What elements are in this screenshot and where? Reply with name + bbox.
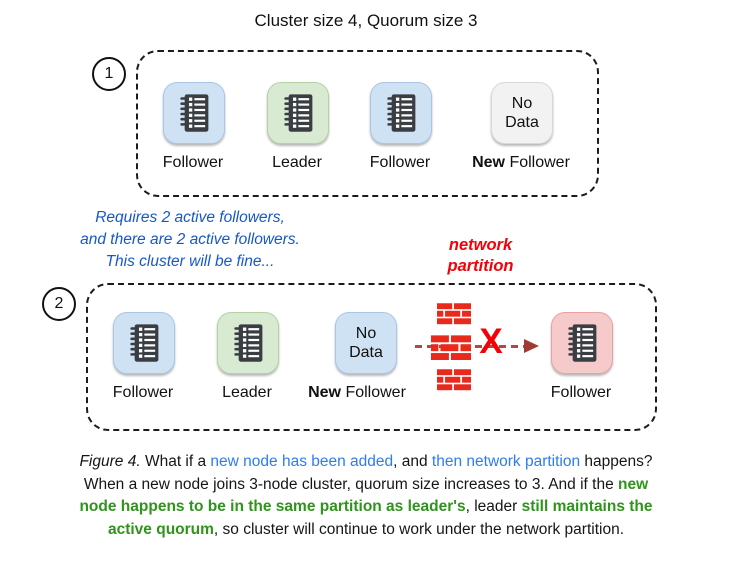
cluster1-label-follower-1: Follower <box>162 154 224 171</box>
caption-line-3: node happens to be in the same partition… <box>79 498 653 515</box>
cluster2-number: 2 <box>54 295 64 312</box>
cluster2-node-follower-1 <box>113 312 175 374</box>
notebook-icon <box>284 94 313 132</box>
cluster2-label-new-follower: New Follower <box>308 384 406 401</box>
network-partition-label: network partition <box>447 236 514 275</box>
brick-wall-icon <box>437 369 471 391</box>
cluster1-label-follower-2: Follower <box>369 154 431 171</box>
cluster1-node-follower-2 <box>370 82 432 144</box>
diagram-title: Cluster size 4, Quorum size 3 <box>254 11 478 30</box>
notebook-icon <box>130 324 159 362</box>
notebook-icon <box>568 324 597 362</box>
cluster1-node-new-follower-nodata: No Data <box>491 82 553 144</box>
cluster2-label-follower-1: Follower <box>112 384 174 401</box>
notebook-icon <box>180 94 209 132</box>
caption-line-2: When a new node joins 3-node cluster, qu… <box>83 475 649 493</box>
caption-line-1: Figure 4. What if a new node has been ad… <box>79 453 653 470</box>
quorum-note: Requires 2 active followers, and there a… <box>80 209 300 270</box>
cluster2-node-leader <box>217 312 279 374</box>
cluster1-box <box>136 50 599 197</box>
arrow-head-icon <box>524 339 539 353</box>
notebook-icon <box>387 94 416 132</box>
cluster2-box <box>86 283 657 431</box>
cluster1-number-badge: 1 <box>92 57 126 91</box>
figure-caption: Figure 4. What if a new node has been ad… <box>0 451 732 541</box>
brick-wall-icon <box>431 335 471 360</box>
cluster1-node-leader <box>267 82 329 144</box>
cluster1-label-new-follower: New Follower <box>472 154 570 171</box>
cluster1-node-follower-1 <box>163 82 225 144</box>
no-data-text: No Data <box>349 325 383 361</box>
cluster2-node-new-follower-nodata: No Data <box>335 312 397 374</box>
no-data-text: No Data <box>505 95 539 131</box>
partition-arrow-line <box>415 345 527 348</box>
brick-wall-icon <box>437 303 471 325</box>
cluster2-number-badge: 2 <box>42 287 76 321</box>
cluster1-number: 1 <box>104 65 114 82</box>
cluster1-label-leader: Leader <box>272 154 322 171</box>
cluster2-label-leader: Leader <box>222 384 272 401</box>
caption-line-4: active quorum, so cluster will continue … <box>107 520 625 538</box>
notebook-icon <box>234 324 263 362</box>
blocked-x-icon: X <box>479 322 503 361</box>
cluster2-node-follower-partitioned <box>551 312 613 374</box>
cluster2-label-follower-partitioned: Follower <box>550 384 612 401</box>
